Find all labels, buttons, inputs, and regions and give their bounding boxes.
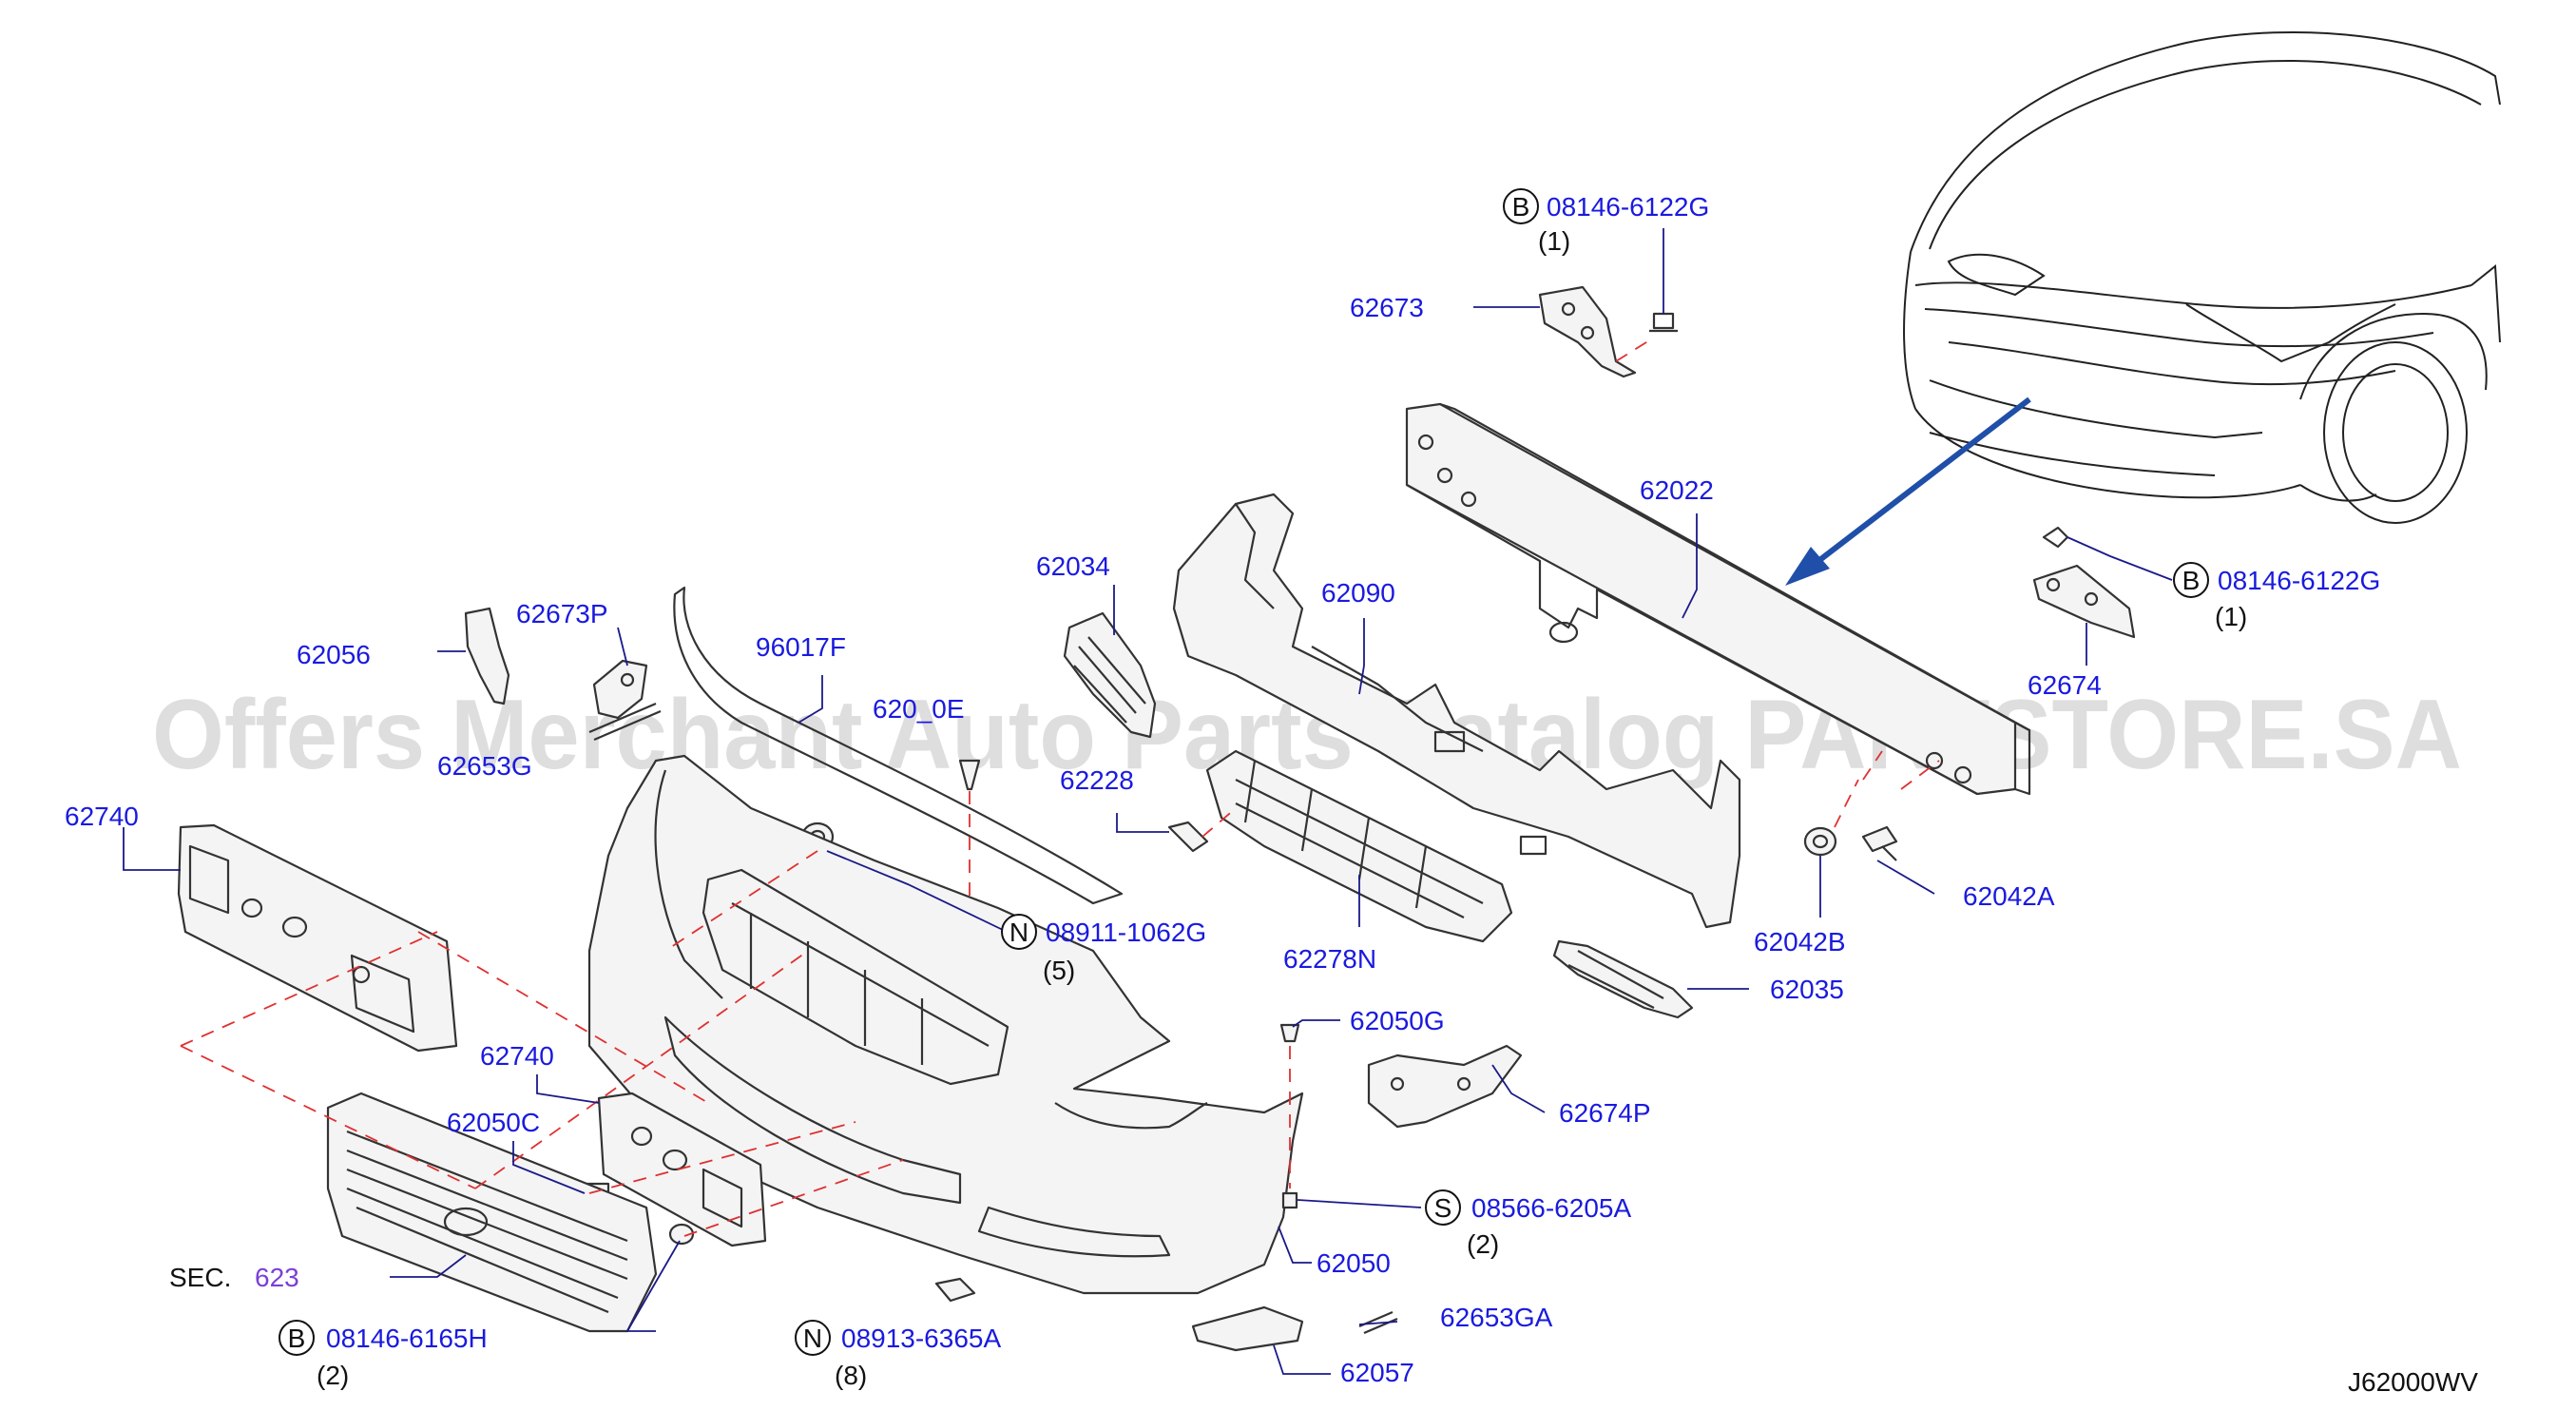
label-62673P[interactable]: 62673P: [516, 599, 608, 628]
vehicle-front-illustration: [1903, 30, 2501, 524]
label-62042B[interactable]: 62042B: [1754, 927, 1846, 957]
fastener-circle-letter: B: [2182, 566, 2201, 595]
fastener-circle-letter: B: [1512, 192, 1530, 222]
direction-arrow: [1785, 396, 2031, 586]
part-62674-bracket: [2032, 526, 2136, 639]
label-620x0E[interactable]: 620_0E: [873, 694, 965, 724]
label-96017F[interactable]: 96017F: [756, 632, 846, 662]
part-62042A-bolt: [1861, 825, 1898, 861]
bolt-08566-6205A: [1281, 1191, 1298, 1209]
nut-08913-6365A: [934, 1277, 976, 1303]
part-62673P-bracket: [592, 659, 648, 720]
label-62050C[interactable]: 62050C: [447, 1108, 540, 1137]
part-62740-plate-bracket-top: [177, 823, 458, 1053]
fastener-callout-top[interactable]: B 08146-6122G (1): [1503, 188, 1709, 256]
fastener-callout-right[interactable]: B 08146-6122G (1): [2173, 562, 2380, 631]
fastener-qty: (2): [317, 1361, 349, 1390]
part-62042B-nut: [1803, 826, 1837, 857]
fastener-callout-nut-8[interactable]: N 08913-6365A (8): [795, 1320, 1001, 1390]
label-62228[interactable]: 62228: [1060, 765, 1134, 795]
fastener-part-number[interactable]: 08566-6205A: [1471, 1193, 1631, 1223]
fastener-part-number[interactable]: 08146-6165H: [326, 1324, 488, 1353]
sec-prefix: SEC.: [169, 1263, 231, 1292]
label-62057[interactable]: 62057: [1340, 1358, 1414, 1387]
label-62740-top[interactable]: 62740: [65, 802, 139, 831]
label-62035[interactable]: 62035: [1770, 975, 1844, 1004]
label-62674P[interactable]: 62674P: [1559, 1098, 1651, 1128]
fastener-circle-letter: B: [288, 1324, 306, 1353]
fastener-part-number[interactable]: 08913-6365A: [841, 1324, 1001, 1353]
label-62653G[interactable]: 62653G: [437, 751, 532, 781]
fastener-circle-letter: S: [1434, 1193, 1452, 1223]
part-62674P-bracket: [1367, 1044, 1523, 1129]
label-62278N[interactable]: 62278N: [1283, 944, 1376, 974]
label-62740-mid[interactable]: 62740: [480, 1041, 554, 1071]
part-62653G-clip: [588, 702, 662, 742]
part-62740-plate-bracket-mid: [597, 1092, 767, 1247]
label-62673[interactable]: 62673: [1350, 293, 1424, 322]
label-62022[interactable]: 62022: [1640, 475, 1714, 505]
part-62056-bracket: [464, 607, 510, 706]
diagram-code: J62000WV: [2348, 1367, 2478, 1397]
part-62057-cover: [1191, 1305, 1304, 1352]
part-96017F-molding: [673, 586, 1124, 905]
part-62034-insert: [1063, 611, 1157, 739]
fastener-qty: (2): [1467, 1229, 1499, 1259]
part-62050G-clip: [1279, 1023, 1300, 1043]
label-62090[interactable]: 62090: [1321, 578, 1395, 608]
leader-lines: [123, 228, 2173, 1375]
part-62278N-grille: [1205, 749, 1513, 943]
bolt-08146-6165H: [668, 1223, 695, 1246]
fastener-callout-nut-5[interactable]: N 08911-1062G (5): [1001, 914, 1206, 985]
part-62228-clip: [1167, 821, 1209, 853]
fastener-part-number[interactable]: 08146-6122G: [1547, 192, 1709, 222]
label-62056[interactable]: 62056: [297, 640, 371, 669]
sec-623-link[interactable]: 623: [255, 1263, 299, 1292]
label-62050[interactable]: 62050: [1317, 1248, 1391, 1278]
part-62673-bracket: [1538, 285, 1678, 378]
label-62653GA[interactable]: 62653GA: [1440, 1303, 1553, 1332]
fastener-circle-letter: N: [803, 1324, 822, 1353]
fastener-part-number[interactable]: 08146-6122G: [2218, 566, 2380, 595]
part-62035-insert: [1552, 939, 1694, 1019]
fastener-part-number[interactable]: 08911-1062G: [1046, 918, 1206, 947]
clip-fastener-top: [958, 759, 981, 791]
fastener-qty: (8): [835, 1361, 867, 1390]
part-62090-absorber: [1172, 493, 1741, 929]
fastener-qty: (1): [1538, 226, 1570, 256]
fastener-circle-letter: N: [1009, 918, 1028, 947]
label-62050G[interactable]: 62050G: [1350, 1006, 1445, 1035]
label-62674[interactable]: 62674: [2028, 670, 2102, 700]
label-62034[interactable]: 62034: [1036, 551, 1110, 581]
part-62022-reinforcement: [1405, 402, 2031, 796]
fastener-callout-screw-2[interactable]: S 08566-6205A (2): [1425, 1189, 1631, 1259]
fastener-callout-bolt-2[interactable]: B 08146-6165H (2): [279, 1320, 488, 1390]
fastener-qty: (1): [2215, 602, 2247, 631]
fastener-qty: (5): [1043, 956, 1075, 985]
label-62042A[interactable]: 62042A: [1963, 881, 2055, 911]
